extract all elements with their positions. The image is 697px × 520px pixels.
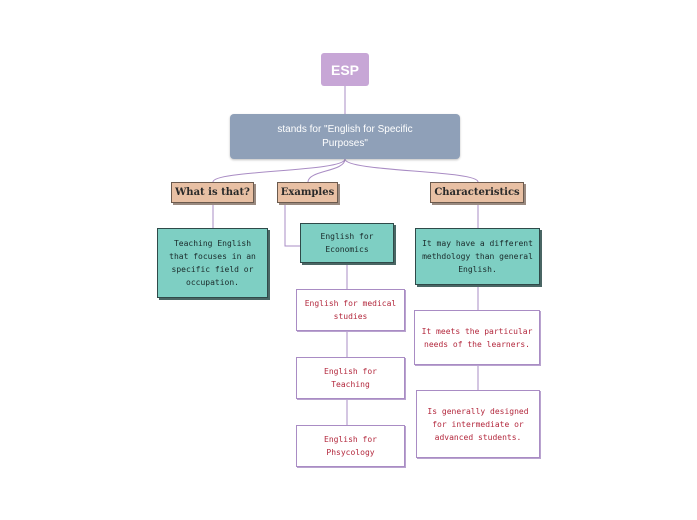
- connector-definition-characteristics: [344, 158, 479, 183]
- definition-node[interactable]: stands for "English for Specific Purpose…: [230, 114, 460, 159]
- category-what-is-that[interactable]: What is that?: [171, 182, 254, 203]
- connector-definition-what: [212, 158, 346, 183]
- example-psychology[interactable]: English for Phsycology: [296, 425, 405, 467]
- category-characteristics[interactable]: Characteristics: [430, 182, 524, 203]
- example-economics[interactable]: English for Economics: [300, 223, 394, 263]
- connector-definition-examples: [307, 158, 346, 183]
- definition-text: stands for "English for Specific Purpose…: [277, 123, 413, 149]
- example-medical-studies[interactable]: English for medical studies: [296, 289, 405, 331]
- example-text: English for Phsycology: [324, 435, 377, 457]
- example-text: English for medical studies: [304, 299, 397, 321]
- example-teaching[interactable]: English for Teaching: [296, 357, 405, 399]
- characteristic-text: It meets the particular needs of the lea…: [421, 326, 533, 349]
- characteristic-particular-needs[interactable]: It meets the particular needs of the lea…: [414, 310, 540, 365]
- root-label: ESP: [330, 61, 359, 78]
- category-examples[interactable]: Examples: [277, 182, 338, 203]
- category-label: What is that?: [175, 187, 250, 198]
- characteristic-generally-designed[interactable]: Is generally designed for intermediate o…: [416, 390, 540, 458]
- detail-text: Teaching English that focuses in an spec…: [169, 239, 256, 287]
- characteristic-text: Is generally designed for intermediate o…: [427, 406, 529, 442]
- category-label: Examples: [280, 187, 335, 198]
- what-is-that-detail[interactable]: Teaching English that focuses in an spec…: [157, 228, 268, 298]
- example-text: English for Economics: [320, 232, 374, 254]
- connector-examples-economics: [284, 204, 300, 247]
- characteristic-methodology[interactable]: It may have a different methdology than …: [415, 228, 540, 285]
- example-text: English for Teaching: [324, 367, 377, 389]
- characteristic-text: It may have a different methdology than …: [422, 239, 533, 274]
- root-node-esp[interactable]: ESP: [321, 53, 369, 86]
- category-label: Characteristics: [434, 187, 520, 198]
